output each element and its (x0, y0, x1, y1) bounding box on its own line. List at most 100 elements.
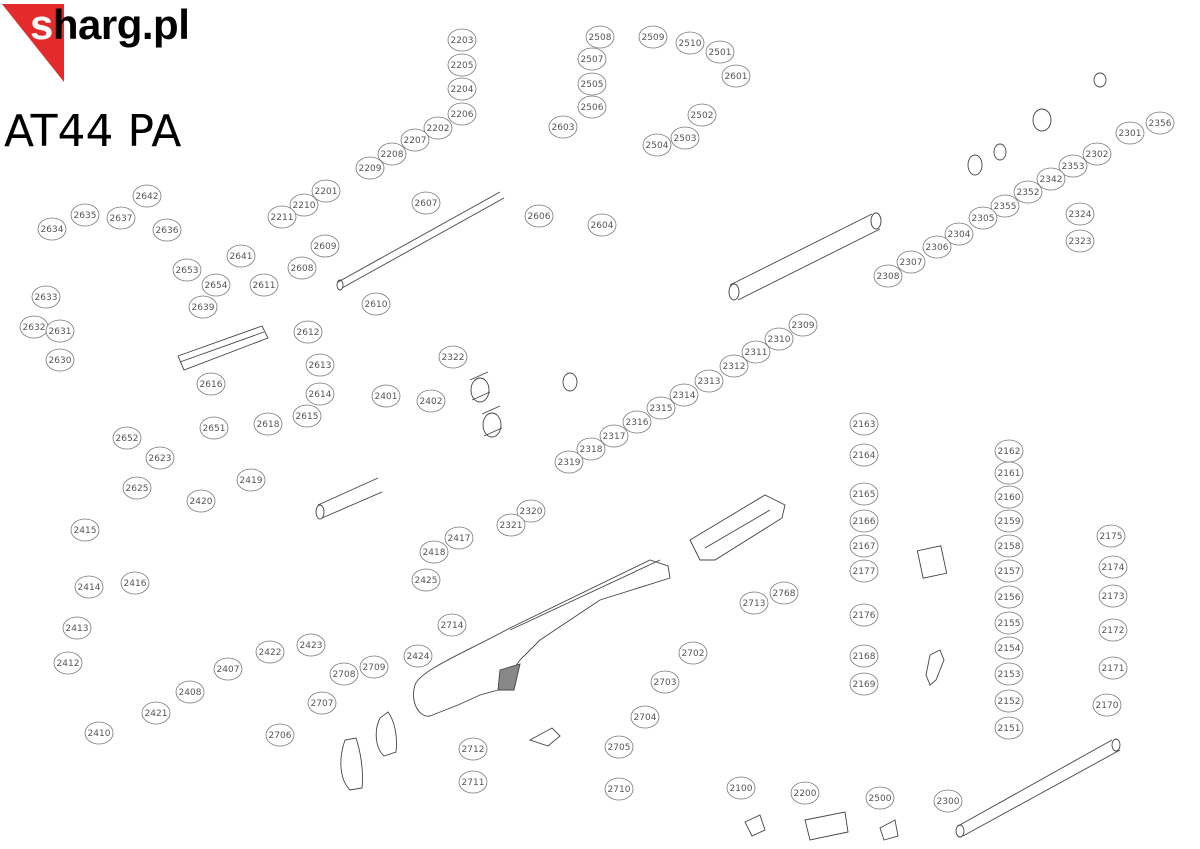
callout-circle (267, 205, 297, 229)
callout-circle (604, 735, 634, 759)
callout-number: 2204 (451, 85, 474, 95)
callout-number: 2155 (998, 619, 1021, 629)
callout-circle (201, 273, 231, 297)
callout-circle (585, 25, 615, 49)
callout-circle (849, 603, 879, 627)
logo-triangle (2, 4, 64, 82)
callout-circle (70, 203, 100, 227)
callout-number: 2415 (74, 526, 97, 536)
callout-number: 2712 (462, 745, 485, 755)
callout-number: 2163 (853, 420, 876, 430)
callout-number: 2169 (853, 680, 876, 690)
callout-number: 2153 (998, 670, 1021, 680)
callout-number: 2352 (1017, 188, 1040, 198)
callout-number: 2209 (359, 164, 382, 174)
callout-number: 2709 (363, 663, 386, 673)
callout-number: 2164 (853, 451, 876, 461)
callout-number: 2161 (998, 469, 1021, 479)
callout-circle (37, 217, 67, 241)
callout-number: 2317 (603, 432, 626, 442)
callout-circle (447, 102, 477, 126)
callout-number: 2768 (773, 589, 796, 599)
callout-number: 2318 (580, 445, 603, 455)
callout-circle (289, 193, 319, 217)
callout-number: 2623 (149, 454, 172, 464)
callout-circle (994, 636, 1024, 660)
callout-circle (1082, 142, 1112, 166)
callout-circle (994, 461, 1024, 485)
callout-circle (447, 28, 477, 52)
callout-circle (849, 412, 879, 436)
callout-circle (994, 485, 1024, 509)
callout-number: 2630 (49, 356, 72, 366)
callout-circle (122, 476, 152, 500)
callout-circle (849, 443, 879, 467)
callout-circle (994, 534, 1024, 558)
callout-circle (994, 662, 1024, 686)
callout-circle (577, 95, 607, 119)
callout-number: 2168 (853, 652, 876, 662)
callout-number: 2502 (691, 111, 714, 121)
callout-circle (305, 382, 335, 406)
callout-circle (788, 313, 818, 337)
callout-circle (849, 644, 879, 668)
callout-number: 2506 (581, 103, 604, 113)
callout-circle (675, 31, 705, 55)
callout-number: 2631 (49, 327, 72, 337)
callout-number: 2704 (634, 713, 657, 723)
callout-number: 2306 (926, 243, 949, 253)
callout-circle (944, 222, 974, 246)
callout-circle (741, 340, 771, 364)
callout-number: 2353 (1062, 162, 1085, 172)
callout-circle (152, 218, 182, 242)
callout-number: 2616 (200, 380, 223, 390)
callout-circle (186, 489, 216, 513)
callout-circle (371, 384, 401, 408)
callout-number: 2608 (291, 264, 314, 274)
callout-number: 2653 (176, 266, 199, 276)
trigger-housing-2158 (916, 545, 948, 579)
callout-circle (687, 103, 717, 127)
callout-number: 2703 (654, 678, 677, 688)
callout-circle (548, 115, 578, 139)
callout-circle (355, 156, 385, 180)
callout-circle (1098, 656, 1128, 680)
callout-number: 2708 (333, 670, 356, 680)
callout-circle (849, 559, 879, 583)
callout-number: 2160 (998, 493, 1021, 503)
callout-circle (444, 526, 474, 550)
callout-circle (423, 116, 453, 140)
callout-circle (1098, 584, 1128, 608)
callout-number: 2313 (698, 377, 721, 387)
callout-number: 2157 (998, 567, 1021, 577)
callout-number: 2642 (136, 192, 159, 202)
callout-circle (447, 53, 477, 77)
callout-circle (922, 235, 952, 259)
callout-circle (310, 234, 340, 258)
callout-circle (630, 705, 660, 729)
callout-number: 2417 (448, 534, 471, 544)
callout-circle (705, 40, 735, 64)
callout-labels: 2203220522042206220222072208220922012210… (19, 25, 1175, 813)
callout-circle (524, 204, 554, 228)
callout-circle (106, 206, 136, 230)
barrel-2300 (955, 738, 1121, 838)
callout-number: 2176 (853, 611, 876, 621)
callout-number: 2308 (877, 272, 900, 282)
callout-number: 2210 (293, 201, 316, 211)
callout-circle (1096, 524, 1126, 548)
callout-circle (719, 354, 749, 378)
callout-number: 2714 (441, 621, 464, 631)
logo-letter: s (30, 1, 53, 48)
callout-circle (419, 540, 449, 564)
callout-circle (45, 348, 75, 372)
callout-circle (255, 640, 285, 664)
callout-number: 2410 (88, 729, 111, 739)
callout-number: 2154 (998, 644, 1021, 654)
callout-number: 2710 (608, 785, 631, 795)
callout-number: 2711 (462, 778, 485, 788)
callout-circle (642, 133, 672, 157)
stock-2714 (413, 559, 671, 717)
callout-circle (411, 191, 441, 215)
